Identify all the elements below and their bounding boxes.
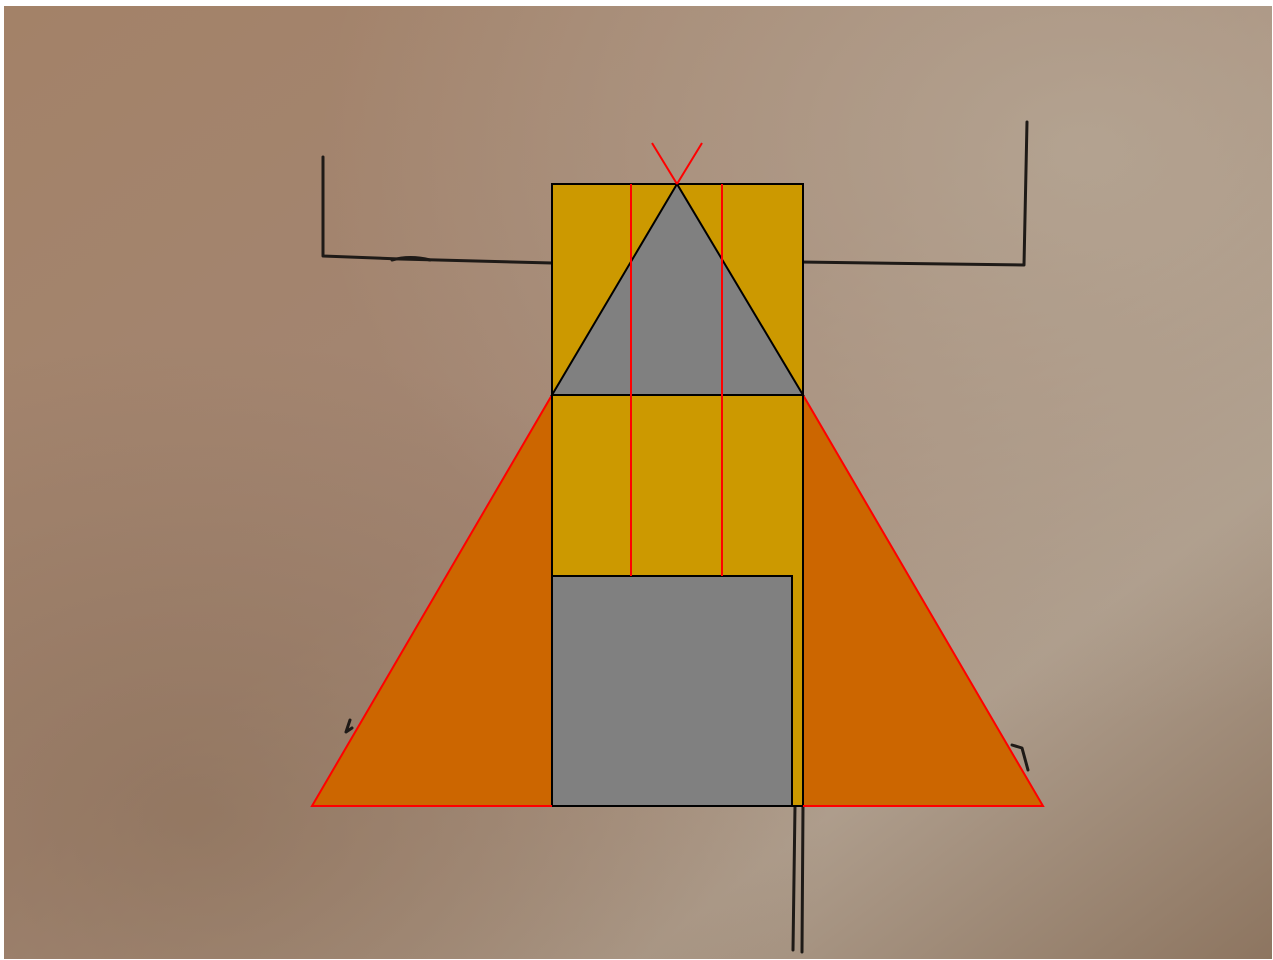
gray-bottom-square bbox=[552, 576, 792, 806]
sketch-stem-left bbox=[793, 806, 795, 950]
sketch-stem-right bbox=[802, 806, 803, 952]
